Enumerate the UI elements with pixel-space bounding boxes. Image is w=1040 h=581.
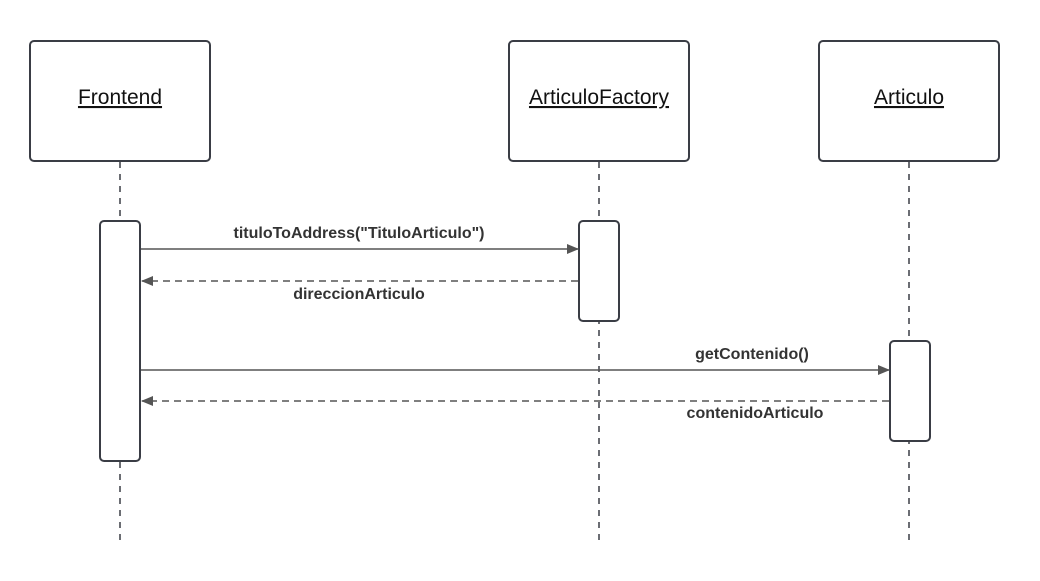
message-label: getContenido() — [695, 346, 809, 363]
return-direccion-articulo: direccionArticulo — [141, 276, 578, 303]
participant-articulo-label: Articulo — [874, 86, 944, 109]
participant-articulofactory: ArticuloFactory — [508, 40, 690, 162]
activation-articulo — [889, 340, 931, 442]
message-label: tituloToAddress("TituloArticulo") — [234, 225, 485, 242]
return-label: contenidoArticulo — [687, 405, 824, 422]
participant-frontend-label: Frontend — [78, 86, 162, 109]
participant-frontend: Frontend — [29, 40, 211, 162]
return-contenido-articulo: contenidoArticulo — [141, 396, 889, 422]
participant-articulo: Articulo — [818, 40, 1000, 162]
message-titulo-to-address: tituloToAddress("TituloArticulo") — [141, 225, 579, 254]
activation-frontend — [99, 220, 141, 462]
message-get-contenido: getContenido() — [141, 346, 890, 375]
participant-articulofactory-label: ArticuloFactory — [529, 86, 670, 109]
activation-articulofactory — [578, 220, 620, 322]
return-label: direccionArticulo — [293, 286, 425, 303]
